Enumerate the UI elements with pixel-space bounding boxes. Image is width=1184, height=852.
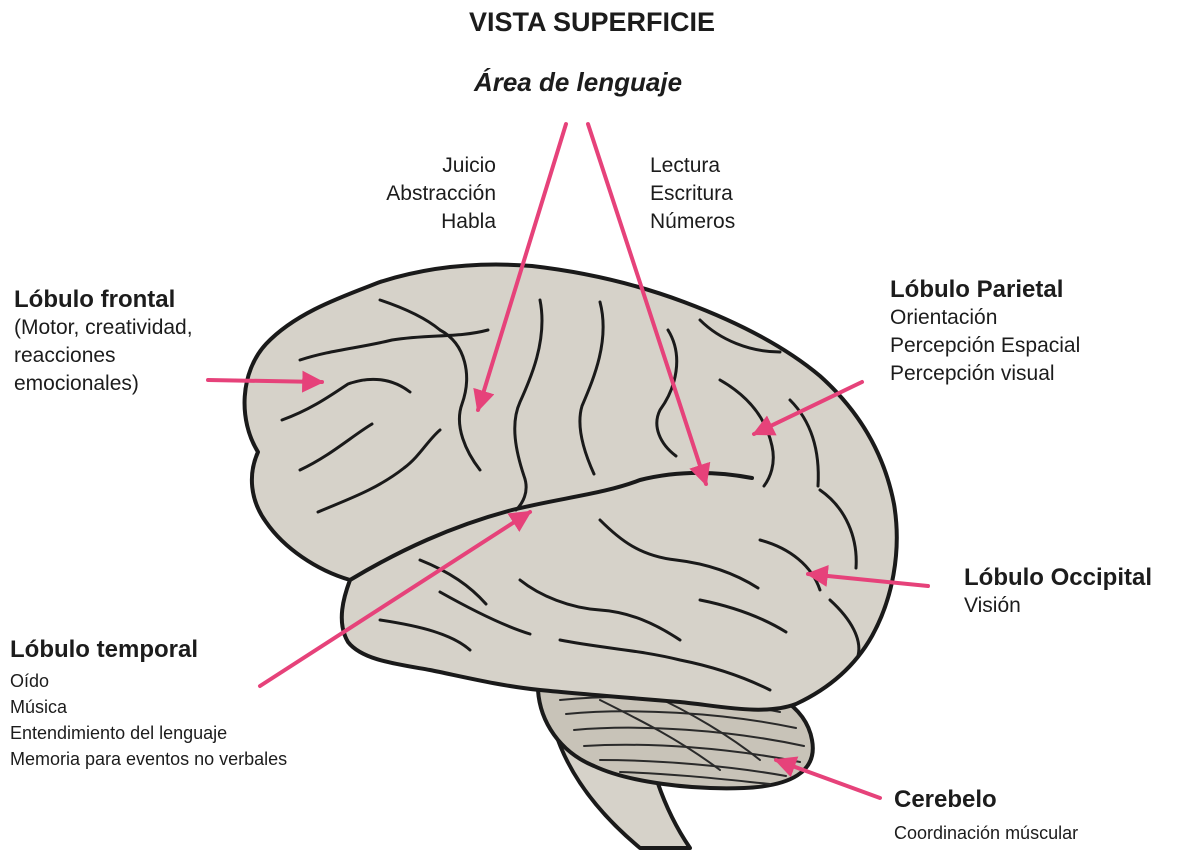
diagram-title: VISTA SUPERFICIE <box>0 8 1184 36</box>
temporal-lobe-label: Lóbulo temporal Oído Música Entendimient… <box>10 636 287 772</box>
cerebellum-label: Cerebelo Coordinación múscular <box>894 786 1078 846</box>
parietal-lobe-label: Lóbulo Parietal Orientación Percepción E… <box>890 276 1080 388</box>
list-item: Números <box>650 208 735 236</box>
arrow-frontal <box>208 380 322 382</box>
language-area-right-list: Lectura Escritura Números <box>650 152 735 236</box>
list-item: Escritura <box>650 180 735 208</box>
frontal-lobe-desc-2: reacciones <box>14 342 193 370</box>
temporal-lobe-desc-1: Oído <box>10 668 287 694</box>
temporal-lobe-desc-4: Memoria para eventos no verbales <box>10 746 287 772</box>
cerebellum-name: Cerebelo <box>894 786 1078 814</box>
frontal-lobe-desc-3: emocionales) <box>14 370 193 398</box>
list-item: Habla <box>300 208 496 236</box>
list-item: Abstracción <box>300 180 496 208</box>
temporal-lobe-desc-2: Música <box>10 694 287 720</box>
list-item: Juicio <box>300 152 496 180</box>
language-area-title: Área de lenguaje <box>0 68 1156 96</box>
occipital-lobe-desc-1: Visión <box>964 592 1152 620</box>
occipital-lobe-label: Lóbulo Occipital Visión <box>964 564 1152 620</box>
parietal-lobe-desc-2: Percepción Espacial <box>890 332 1080 360</box>
parietal-lobe-name: Lóbulo Parietal <box>890 276 1080 304</box>
language-area-left-list: Juicio Abstracción Habla <box>300 152 496 236</box>
parietal-lobe-desc-1: Orientación <box>890 304 1080 332</box>
list-item: Lectura <box>650 152 735 180</box>
frontal-lobe-desc-1: (Motor, creatividad, <box>14 314 193 342</box>
temporal-lobe-desc-3: Entendimiento del lenguaje <box>10 720 287 746</box>
temporal-lobe-name: Lóbulo temporal <box>10 636 287 664</box>
cerebellum-desc-1: Coordinación múscular <box>894 820 1078 846</box>
parietal-lobe-desc-3: Percepción visual <box>890 360 1080 388</box>
occipital-lobe-name: Lóbulo Occipital <box>964 564 1152 592</box>
frontal-lobe-label: Lóbulo frontal (Motor, creatividad, reac… <box>14 286 193 398</box>
frontal-lobe-name: Lóbulo frontal <box>14 286 193 314</box>
